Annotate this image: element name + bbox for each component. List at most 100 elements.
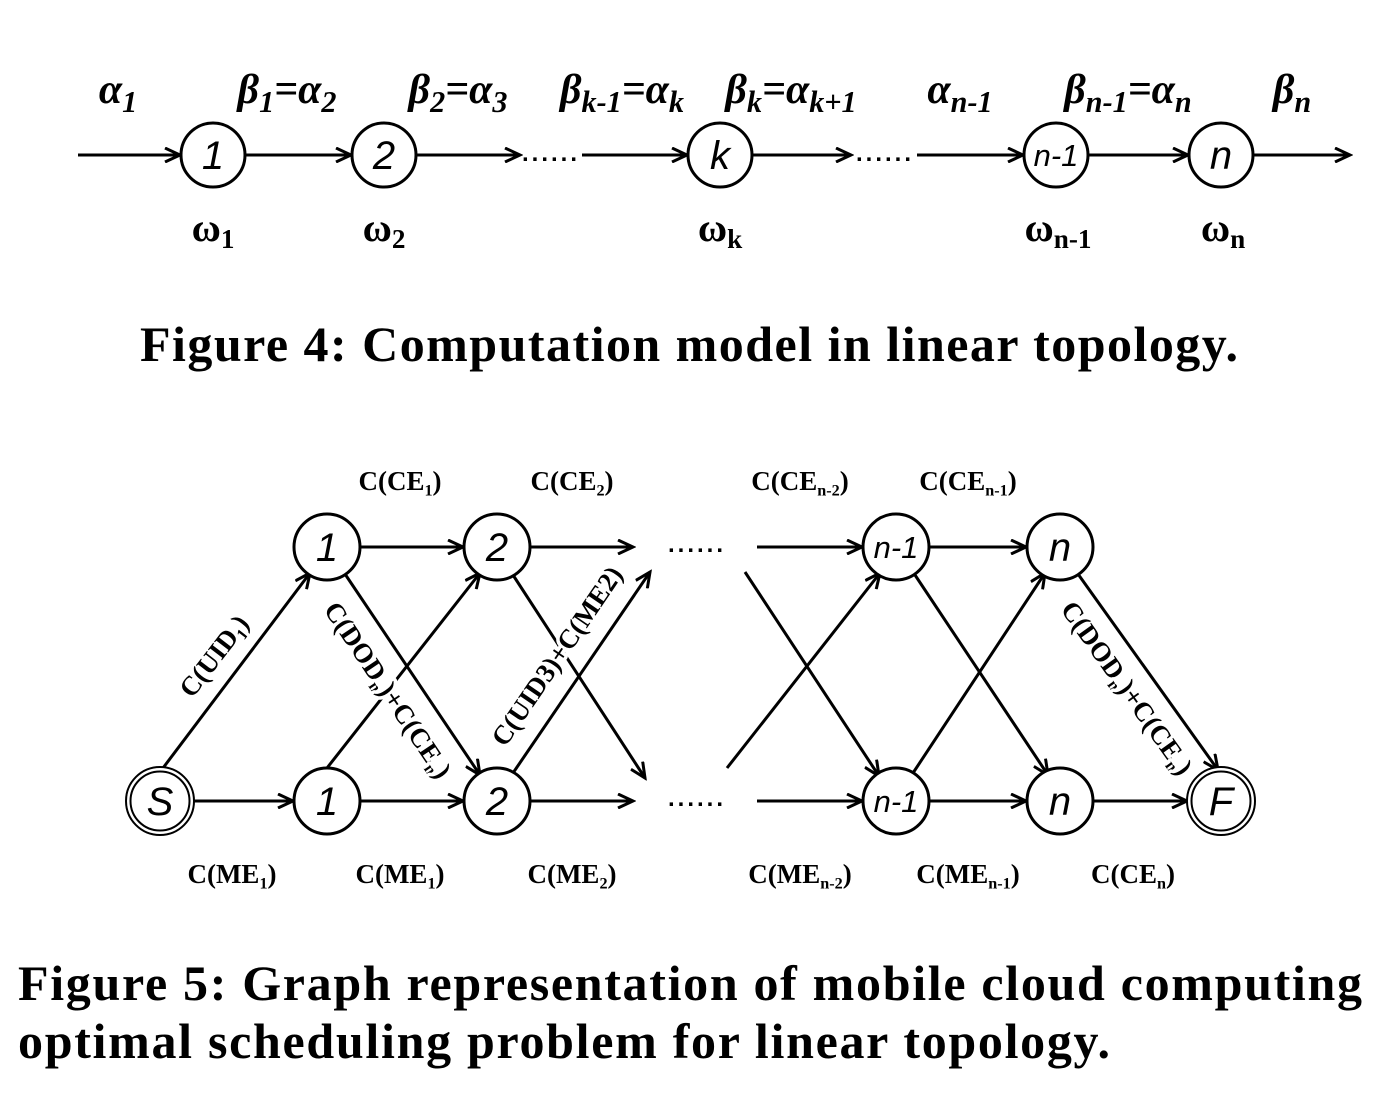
- edge-cost-label: C(CEn-1): [919, 466, 1017, 499]
- node-label: 2: [485, 780, 508, 824]
- ellipsis: ......: [856, 140, 914, 167]
- node-circle: [1022, 121, 1090, 189]
- subscript: 1: [221, 224, 235, 254]
- node-circle: [861, 512, 931, 582]
- flow-label-beta-n: βn: [1271, 67, 1311, 119]
- label-segment: C(ME: [748, 859, 820, 889]
- label-segment: C(ME: [527, 859, 599, 889]
- label-segment: C(DOD: [1055, 595, 1131, 684]
- node-label: n-1: [1034, 138, 1079, 173]
- node-label: n-1: [874, 784, 919, 819]
- edge-cost-label: C(CEn-2): [751, 466, 849, 499]
- start-node-inner-circle: [129, 770, 191, 832]
- label-segment: C(CE: [1091, 859, 1157, 889]
- subscript: n-1: [985, 481, 1008, 499]
- label-segment: C(ME: [187, 859, 259, 889]
- diagonal-edge-arrow: [911, 573, 1045, 774]
- node-label: n: [1049, 780, 1071, 824]
- diagonal-edge-arrow: [161, 573, 310, 769]
- label-segment: C(UID3)+C(ME2): [485, 561, 628, 752]
- diagonal-edge-arrow: [913, 574, 1048, 775]
- label-segment: α: [469, 67, 493, 113]
- edge-cost-label: C(ME2): [527, 859, 616, 892]
- edge-cost-label: C(CEn): [1091, 859, 1175, 892]
- subscript: 3: [491, 85, 507, 119]
- flow-label-beta-2: β2=α3: [407, 67, 508, 119]
- label-segment: ): [840, 466, 849, 496]
- subscript: k: [747, 85, 762, 119]
- subscript: 2: [599, 874, 607, 892]
- label-segment: ): [268, 859, 277, 889]
- label-segment: α: [927, 67, 951, 113]
- ellipsis: ......: [668, 785, 726, 812]
- edge-cost-label: C(ME1): [187, 859, 276, 892]
- label-segment: β: [407, 67, 431, 113]
- weight-label: ω1: [192, 205, 235, 254]
- label-segment: α: [646, 67, 670, 113]
- label-segment: C(CE: [358, 466, 424, 496]
- diagonal-cost-label: C(DODn)+C(CEn): [1052, 595, 1199, 782]
- subscript: n-1: [951, 85, 993, 119]
- node-circle: [1025, 766, 1095, 836]
- diagonal-edge-arrow: [725, 573, 880, 769]
- subscript: k: [669, 85, 684, 119]
- subscript: k-1: [581, 85, 621, 119]
- diagonal-edge-arrow: [1076, 573, 1218, 770]
- flow-label-beta-k-1: βk-1=αk: [558, 67, 684, 119]
- ellipsis: ......: [668, 531, 726, 558]
- label-segment: ): [1166, 859, 1175, 889]
- diagonal-edge-arrow: [743, 571, 879, 776]
- edge-cost-label: C(MEn-1): [916, 859, 1019, 892]
- label-segment: C(ME: [355, 859, 427, 889]
- node-label: 1: [316, 526, 338, 570]
- flow-label-beta-k: βk=αk+1: [723, 67, 856, 119]
- label-segment: α: [99, 67, 123, 113]
- weight-label: ωn: [1201, 205, 1245, 254]
- label-segment: =: [622, 67, 646, 113]
- label-segment: ω: [698, 205, 727, 250]
- label-segment: )+C(CE: [1112, 675, 1189, 766]
- node-label: k: [710, 134, 732, 178]
- label-segment: =: [1128, 67, 1152, 113]
- subscript: n: [1230, 224, 1245, 254]
- diagonal-edge-arrow: [511, 572, 650, 774]
- node-circle: [686, 121, 754, 189]
- subscript: 1: [259, 85, 274, 119]
- label-segment: β: [1271, 67, 1295, 113]
- node-label: 2: [372, 134, 395, 178]
- ellipsis: ......: [522, 140, 580, 167]
- node-circle: [350, 121, 418, 189]
- node-circle: [462, 766, 532, 836]
- label-segment: C(CE: [751, 466, 817, 496]
- subscript: n-1: [988, 874, 1011, 892]
- label-segment: ω: [192, 205, 221, 250]
- start-node-label: S: [147, 780, 174, 824]
- edge-cost-label: C(CE1): [358, 466, 441, 499]
- node-circle: [462, 512, 532, 582]
- edge-cost-label: C(ME1): [355, 859, 444, 892]
- label-segment: α: [298, 67, 322, 113]
- flow-label-beta-1: β1=α2: [236, 67, 337, 119]
- label-segment: β: [1062, 67, 1086, 113]
- subscript: 2: [429, 85, 445, 119]
- label-segment: C(DOD: [318, 596, 392, 686]
- label-segment: C(CE: [530, 466, 596, 496]
- flow-label-alpha-n-1: αn-1: [927, 67, 992, 119]
- node-circle: [1025, 512, 1095, 582]
- subscript: k: [727, 224, 743, 254]
- subscript: 2: [320, 85, 336, 119]
- label-segment: )+C(CE: [373, 677, 448, 769]
- label-segment: ): [433, 466, 442, 496]
- subscript: n: [1175, 85, 1192, 119]
- label-segment: ω: [363, 205, 392, 250]
- subscript: 2: [392, 224, 406, 254]
- edge-cost-label: C(MEn-2): [748, 859, 851, 892]
- diagonal-edge-arrow: [511, 574, 645, 778]
- node-label: 1: [202, 134, 224, 178]
- label-segment: ω: [1201, 205, 1230, 250]
- label-segment: β: [236, 67, 260, 113]
- diagonal-edge-arrow: [343, 573, 480, 775]
- finish-node-label: F: [1209, 780, 1236, 824]
- label-segment: ): [1011, 859, 1020, 889]
- figure-5-caption-line-1: Figure 5: Graph representation of mobile…: [18, 955, 1362, 1011]
